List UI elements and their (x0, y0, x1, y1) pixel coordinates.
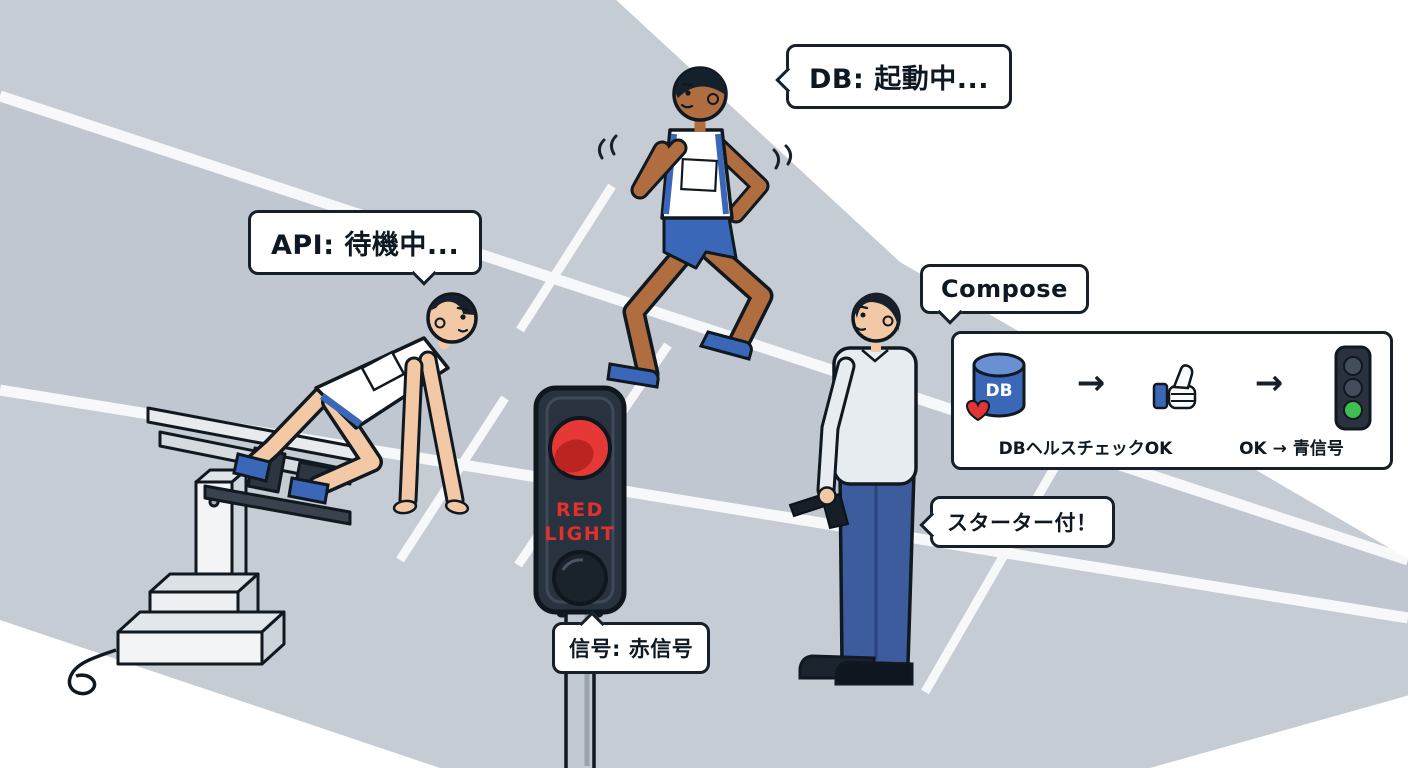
sprinter-hand (444, 499, 470, 515)
healthcheck-icons-row: DB → → (966, 344, 1378, 432)
speech-bubble-api-text: API: 待機中... (271, 230, 460, 261)
singlet-stripe (319, 393, 363, 427)
runner-hair (675, 67, 727, 98)
singlet-stripe (715, 133, 729, 215)
speech-bubble-signal-text: 信号: 赤信号 (569, 637, 694, 661)
mini-lamp-green-lit (1343, 400, 1363, 420)
start-line (516, 183, 616, 333)
race-bib (680, 157, 718, 193)
block-center-rail (203, 484, 352, 526)
start-line (921, 429, 1079, 695)
speech-bubble-db-text: DB: 起動中... (809, 64, 989, 95)
db-cylinder-heart-icon: DB (966, 352, 1026, 422)
runner-db-figure (597, 66, 793, 389)
speech-bubble-starter: スターター付！ (919, 496, 1115, 548)
speech-bubble-compose-text: Compose (941, 275, 1068, 303)
red-light-text-2: LIGHT (544, 523, 615, 545)
healthcheck-caption: DBヘルスチェックOK (998, 439, 1173, 459)
healthcheck-flow-panel: DB → → DBヘルスチェックOK OK (951, 331, 1393, 470)
starter-hand (817, 486, 837, 506)
runner-ear (707, 93, 719, 105)
traffic-light-green-icon (1334, 345, 1372, 431)
sprinter-api-figure (232, 292, 478, 515)
healthcheck-captions-row: DBヘルスチェックOK OK → 青信号 (966, 434, 1378, 459)
sprinter-ear (434, 317, 446, 329)
starter-hair (854, 292, 899, 332)
speech-bubble-db: DB: 起動中... (775, 44, 1012, 109)
thumbs-up-icon (1152, 364, 1197, 410)
mini-lamp-off (1343, 378, 1363, 398)
speech-bubble-signal: 信号: 赤信号 (552, 611, 711, 674)
speech-bubble-compose: Compose (920, 264, 1089, 325)
red-lamp-shade (554, 439, 594, 473)
speech-bubble-api: API: 待機中... (248, 210, 483, 286)
heart-icon (966, 399, 990, 422)
runner-front-shoe (606, 362, 660, 389)
race-bib (360, 350, 406, 392)
red-light-text-1: RED (556, 499, 604, 521)
off-lamp-highlight (561, 558, 584, 571)
shirt-collar (861, 349, 889, 363)
sprinter-front-shoe (287, 476, 330, 505)
sprinter-rear-shoe (232, 452, 272, 483)
machine-cable (67, 648, 117, 696)
starter-shoe (834, 660, 914, 686)
db-icon-label: DB (985, 381, 1012, 401)
machine-base-top (116, 610, 286, 634)
arrow-right-icon: → (1254, 363, 1284, 403)
starter-compose-figure (788, 292, 918, 686)
machine-base (116, 630, 264, 666)
machine-post-side (230, 468, 248, 592)
motion-lines (597, 134, 618, 160)
offtrack-bottom-left (0, 620, 440, 768)
mini-lamp-off (1343, 356, 1363, 376)
greenlight-caption: OK → 青信号 (1239, 439, 1344, 459)
sprinter-hand (392, 499, 418, 515)
runner-rear-shoe (698, 330, 753, 361)
starter-ear (882, 315, 894, 327)
offtrack-bottom-right (1150, 695, 1408, 768)
motion-lines (772, 144, 793, 170)
speech-bubble-starter-text: スターター付！ (947, 511, 1098, 535)
lane-line (0, 90, 1408, 566)
arrow-right-icon: → (1076, 363, 1106, 403)
